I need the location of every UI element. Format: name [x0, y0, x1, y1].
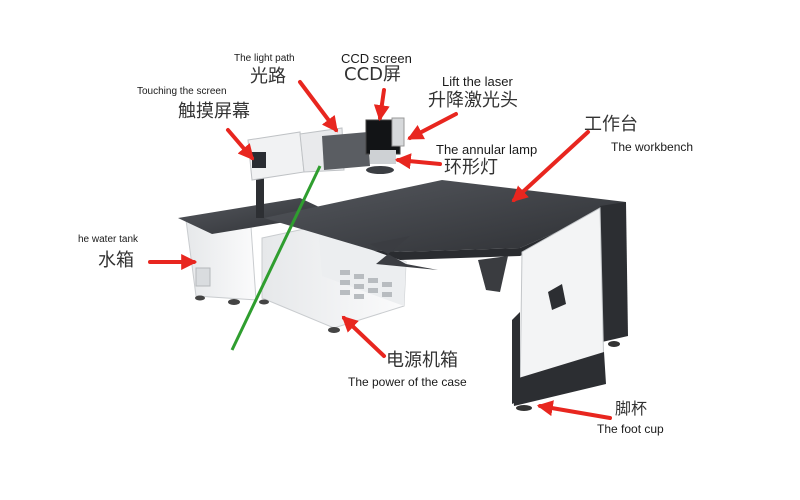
arrow-lift-laser — [407, 112, 458, 140]
workbench-leg — [512, 202, 628, 411]
label-annular-lamp-en: The annular lamp — [436, 142, 538, 157]
arrow-touch-screen — [226, 128, 255, 161]
laser-beam-line — [230, 165, 322, 351]
label-annular-lamp-zh: 环形灯 — [444, 157, 498, 178]
label-water-tank-en: he water tank — [78, 234, 139, 245]
arrow-foot-cup — [536, 400, 612, 420]
label-light-path-zh: 光路 — [250, 66, 286, 87]
label-workbench-en: The workbench — [611, 140, 694, 154]
label-workbench-zh: 工作台 — [584, 114, 638, 135]
label-ccd-screen-zh: CCD屏 — [344, 64, 401, 85]
label-power-case-zh: 电源机箱 — [386, 350, 458, 371]
power-case-cabinet — [259, 225, 407, 333]
label-power-case-en: The power of the case — [348, 375, 467, 389]
arrow-workbench — [511, 130, 590, 203]
machine-illustration — [178, 117, 628, 411]
label-lift-laser-zh: 升降激光头 — [428, 90, 518, 111]
arrow-power-case — [341, 315, 386, 358]
gantry — [247, 127, 370, 218]
label-light-path-en: The light path — [234, 53, 295, 64]
label-foot-cup-zh: 脚杯 — [615, 399, 648, 418]
label-touch-screen-en: Touching the screen — [137, 86, 227, 97]
label-touch-screen-zh: 触摸屏幕 — [178, 101, 250, 122]
callout-arrows — [148, 80, 612, 420]
workbench-top — [264, 180, 626, 252]
label-ccd-screen-en: CCD screen — [341, 51, 412, 66]
arrow-ccd-screen — [373, 88, 390, 122]
laser-head-assembly — [365, 117, 405, 174]
arrow-annular-lamp — [394, 153, 442, 170]
label-lift-laser-en: Lift the laser — [442, 74, 513, 89]
label-water-tank-zh: 水箱 — [98, 250, 134, 271]
arrow-light-path — [298, 80, 338, 133]
label-foot-cup-en: The foot cup — [597, 422, 664, 436]
